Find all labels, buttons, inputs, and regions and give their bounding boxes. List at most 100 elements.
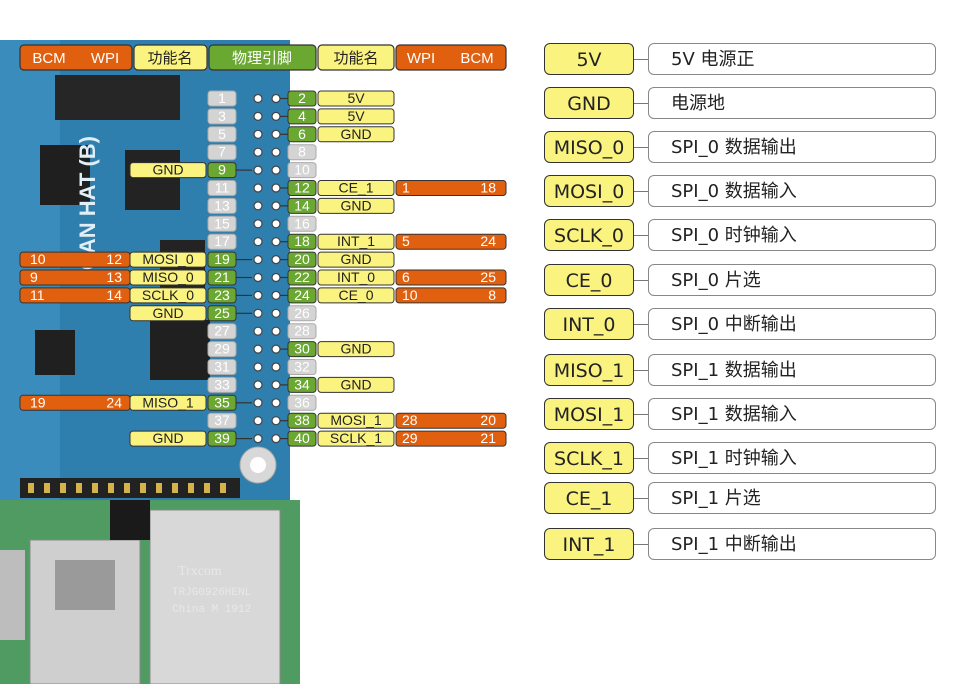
right-func-label: MOSI_1 (330, 412, 382, 428)
legend-key: CE_1 (544, 482, 634, 514)
header-left-bcm-wpi (19, 44, 133, 71)
right-pin-dot (271, 183, 281, 193)
left-func-box (129, 305, 207, 322)
right-wpi-value: 29 (402, 430, 418, 446)
legend-key: INT_1 (544, 528, 634, 560)
right-wpi-value: 5 (402, 233, 410, 249)
right-pin-box (287, 197, 317, 214)
left-func-label: GND (152, 430, 183, 446)
right-wpi-bcm-bar (395, 287, 507, 304)
right-pin-box (287, 359, 317, 375)
left-func-box (129, 269, 207, 286)
right-pin-number: 28 (294, 323, 310, 339)
legend-connector (634, 103, 648, 104)
right-pin-dot (271, 308, 281, 318)
left-pin-dot (253, 416, 263, 426)
right-pin-dot (271, 201, 281, 211)
left-pin-box (207, 180, 237, 196)
legend-connector (634, 235, 648, 236)
legend-connector (634, 414, 648, 415)
right-wpi-value: 28 (402, 412, 418, 428)
right-pin-number: 4 (298, 108, 306, 124)
right-pin-number: 40 (294, 430, 310, 446)
right-func-label: CE_0 (338, 287, 373, 303)
right-func-box (317, 197, 395, 214)
header-left-func (133, 44, 208, 71)
right-pin-number: 18 (294, 233, 310, 249)
legend-connector (634, 59, 648, 60)
right-func-box (317, 269, 395, 286)
legend-connector (634, 191, 648, 192)
right-bcm-value: 25 (480, 269, 496, 285)
left-bcm-value: 19 (30, 394, 46, 410)
right-bcm-value: 20 (480, 412, 496, 428)
right-func-label: GND (340, 376, 371, 392)
board-photo: CAN HAT (B) Trxcom TRJG0926HENL China M … (0, 0, 300, 684)
left-pin-dot (253, 380, 263, 390)
legend-description: SPI_0 中断输出 (648, 308, 936, 340)
right-pin-number: 36 (294, 394, 310, 410)
right-func-label: GND (340, 126, 371, 142)
right-pin-box (287, 394, 317, 411)
legend-description: SPI_0 数据输入 (648, 175, 936, 207)
right-pin-dot (271, 237, 281, 247)
header-right-wpi-bcm (395, 44, 507, 71)
right-func-label: GND (340, 341, 371, 357)
legend-key: MISO_1 (544, 354, 634, 386)
left-pin-box (207, 323, 237, 340)
left-pin-number: 3 (218, 108, 226, 124)
right-wpi-value: 1 (402, 180, 410, 196)
right-func-label: GND (340, 251, 371, 267)
left-bcm-value: 10 (30, 251, 46, 267)
left-func-label: MOSI_0 (142, 251, 194, 267)
left-pin-number: 19 (214, 251, 230, 267)
right-pin-box (287, 90, 317, 107)
left-pin-dot (253, 129, 263, 139)
legend-description: SPI_0 片选 (648, 264, 936, 296)
right-wpi-bcm-bar (395, 430, 507, 447)
right-wpi-value: 10 (402, 287, 418, 303)
legend-connector (634, 544, 648, 545)
legend-row: MISO_0 SPI_0 数据输出 (540, 131, 940, 165)
left-func-box (129, 430, 207, 447)
right-pin-dot (271, 380, 281, 390)
legend-connector (634, 458, 648, 459)
right-func-label: 5V (347, 108, 365, 124)
legend-key: SCLK_1 (544, 442, 634, 474)
right-pin-number: 24 (294, 287, 310, 303)
right-pin-dot (271, 219, 281, 229)
right-wpi-value: 6 (402, 269, 410, 285)
chip-small (40, 145, 90, 205)
left-func-box (129, 162, 207, 179)
left-func-box (129, 251, 207, 268)
right-wpi-bcm-bar (395, 180, 507, 196)
right-func-box (317, 251, 395, 268)
right-pin-number: 30 (294, 341, 310, 357)
right-pin-box (287, 251, 317, 268)
right-pin-box (287, 126, 317, 143)
right-pin-box (287, 430, 317, 447)
right-pin-box (287, 323, 317, 340)
right-pin-dot (271, 255, 281, 265)
board-silkscreen: CAN HAT (B) (75, 136, 100, 270)
right-pin-box (287, 287, 317, 304)
right-pin-dot (271, 129, 281, 139)
left-pin-dot (253, 147, 263, 157)
left-pin-dot (253, 434, 263, 444)
left-pin-number: 7 (218, 144, 226, 160)
legend-description: SPI_0 时钟输入 (648, 219, 936, 251)
right-pin-number: 38 (294, 412, 310, 428)
right-pin-dot (271, 147, 281, 157)
legend-key: MISO_0 (544, 131, 634, 163)
legend-description: SPI_0 数据输出 (648, 131, 936, 163)
right-func-box (317, 376, 395, 393)
right-pin-dot (271, 434, 281, 444)
header-right-bcm: BCM (460, 50, 493, 67)
legend-key: MOSI_0 (544, 175, 634, 207)
left-pin-number: 23 (214, 287, 230, 303)
